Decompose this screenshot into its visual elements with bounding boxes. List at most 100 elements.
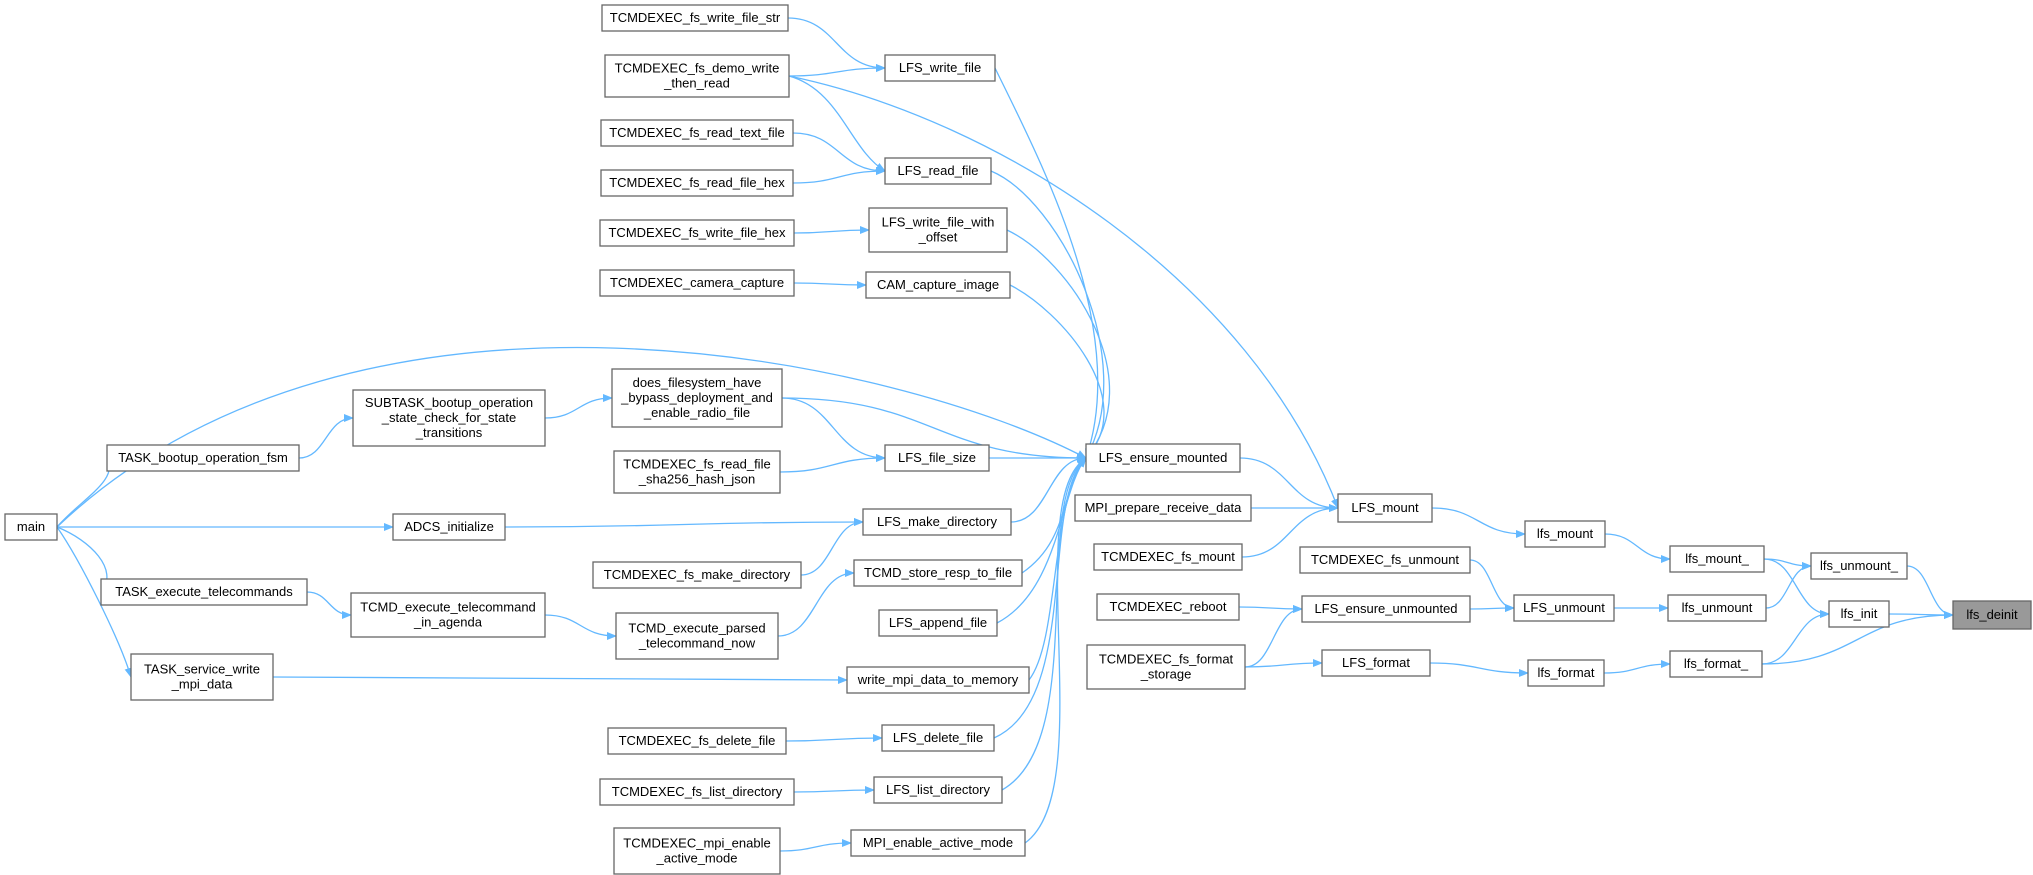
node-label: lfs_format: [1537, 665, 1594, 680]
node-label: _state_check_for_state: [381, 410, 516, 425]
node-box: [1299, 546, 1471, 574]
node-label: TASK_execute_telecommands: [115, 584, 293, 599]
node-LFS_mount[interactable]: LFS_mount: [1337, 493, 1433, 523]
node-TCMD_execute_parsed[interactable]: TCMD_execute_parsed_telecommand_now: [615, 612, 779, 660]
node-LFS_file_size[interactable]: LFS_file_size: [884, 444, 990, 472]
node-ADCS_initialize[interactable]: ADCS_initialize: [392, 513, 506, 541]
node-label: _storage: [1140, 667, 1192, 682]
node-box: [1096, 593, 1240, 621]
node-TCMDEXEC_fs_write_file_str[interactable]: TCMDEXEC_fs_write_file_str: [601, 4, 789, 32]
node-box: [1524, 520, 1606, 548]
node-LFS_ensure_mounted[interactable]: LFS_ensure_mounted: [1085, 443, 1241, 473]
node-box: [1093, 543, 1243, 571]
node-TCMD_execute_telecommand_in_agenda[interactable]: TCMD_execute_telecommand_in_agenda: [350, 592, 546, 638]
node-LFS_write_file_with_offset[interactable]: LFS_write_file_with_offset: [868, 207, 1008, 253]
node-label: TCMDEXEC_fs_format: [1099, 652, 1234, 667]
edge-TCMDEXEC_fs_format_storage-to-LFS_format: [1244, 659, 1323, 668]
node-SUBTASK_bootup[interactable]: SUBTASK_bootup_operation_state_check_for…: [352, 389, 546, 447]
node-TCMDEXEC_fs_read_file_hex[interactable]: TCMDEXEC_fs_read_file_hex: [600, 169, 794, 197]
node-label: _then_read: [663, 76, 730, 91]
node-lfs_format[interactable]: lfs_format: [1527, 659, 1605, 687]
edge-does_filesystem-to-LFS_ensure_mounted: [781, 397, 1087, 462]
node-MPI_enable_active_mode[interactable]: MPI_enable_active_mode: [850, 829, 1026, 857]
node-LFS_read_file[interactable]: LFS_read_file: [884, 157, 992, 185]
node-lfs_mount[interactable]: lfs_mount: [1524, 520, 1606, 548]
node-label: _transitions: [415, 425, 483, 440]
node-TASK_execute_telecommands[interactable]: TASK_execute_telecommands: [100, 578, 308, 606]
node-TCMDEXEC_fs_format_storage[interactable]: TCMDEXEC_fs_format_storage: [1086, 644, 1246, 690]
node-label: MPI_prepare_receive_data: [1085, 500, 1243, 515]
edge-ADCS_initialize-to-LFS_make_directory: [504, 518, 864, 528]
node-box: [884, 444, 990, 472]
node-lfs_mount_[interactable]: lfs_mount_: [1669, 545, 1765, 573]
node-box: [392, 513, 506, 541]
node-LFS_format[interactable]: LFS_format: [1321, 649, 1431, 677]
node-CAM_capture_image[interactable]: CAM_capture_image: [865, 271, 1011, 299]
edge-lfs_format_-to-lfs_init: [1761, 610, 1830, 665]
edge-TCMDEXEC_fs_write_file_str-to-LFS_write_file: [787, 17, 886, 72]
node-TCMDEXEC_camera_capture[interactable]: TCMDEXEC_camera_capture: [599, 269, 795, 297]
node-LFS_delete_file[interactable]: LFS_delete_file: [881, 724, 995, 752]
node-TCMDEXEC_fs_demo_write_then_read[interactable]: TCMDEXEC_fs_demo_write_then_read: [604, 54, 790, 98]
node-box: [853, 559, 1023, 587]
node-lfs_format_[interactable]: lfs_format_: [1669, 650, 1763, 678]
edge-lfs_unmount-to-lfs_unmount_: [1765, 562, 1812, 609]
edge-TASK_execute_telecommands-to-TCMD_execute_telecommand_in_agenda: [306, 591, 352, 619]
node-LFS_unmount[interactable]: LFS_unmount: [1513, 594, 1615, 622]
node-TCMDEXEC_reboot[interactable]: TCMDEXEC_reboot: [1096, 593, 1240, 621]
edge-does_filesystem-to-LFS_file_size: [781, 397, 886, 462]
node-TCMDEXEC_fs_unmount[interactable]: TCMDEXEC_fs_unmount: [1299, 546, 1471, 574]
node-TASK_bootup_operation_fsm[interactable]: TASK_bootup_operation_fsm: [106, 444, 300, 472]
node-box: [881, 724, 995, 752]
node-TCMDEXEC_fs_mount[interactable]: TCMDEXEC_fs_mount: [1093, 543, 1243, 571]
node-TASK_service_write_mpi_data[interactable]: TASK_service_write_mpi_data: [130, 653, 274, 701]
node-TCMDEXEC_fs_list_directory[interactable]: TCMDEXEC_fs_list_directory: [599, 778, 795, 806]
node-box: [884, 54, 996, 82]
node-label: LFS_ensure_unmounted: [1314, 601, 1457, 616]
node-box: [600, 169, 794, 197]
node-label: TCMD_execute_telecommand: [360, 600, 536, 615]
edges-layer: [56, 17, 1954, 852]
node-box: [873, 776, 1003, 804]
node-box: [1527, 659, 1605, 687]
node-LFS_ensure_unmounted[interactable]: LFS_ensure_unmounted: [1301, 595, 1471, 623]
node-TCMDEXEC_fs_read_file_sha256[interactable]: TCMDEXEC_fs_read_file_sha256_hash_json: [613, 450, 781, 494]
node-LFS_make_directory[interactable]: LFS_make_directory: [862, 508, 1012, 536]
node-label: TASK_service_write: [144, 662, 260, 677]
node-label: TCMD_store_resp_to_file: [864, 565, 1012, 580]
node-does_filesystem[interactable]: does_filesystem_have_bypass_deployment_a…: [611, 368, 783, 428]
node-label: lfs_mount: [1537, 526, 1594, 541]
node-LFS_write_file[interactable]: LFS_write_file: [884, 54, 996, 82]
node-label: _in_agenda: [413, 615, 483, 630]
edge-TCMDEXEC_fs_demo_write_then_read-to-LFS_mount: [788, 75, 1339, 509]
node-label: lfs_format_: [1684, 656, 1749, 671]
node-lfs_init[interactable]: lfs_init: [1828, 600, 1890, 628]
edge-LFS_make_directory-to-LFS_ensure_mounted: [1010, 454, 1087, 523]
node-MPI_prepare_receive_data[interactable]: MPI_prepare_receive_data: [1074, 494, 1252, 522]
node-label: lfs_mount_: [1685, 551, 1749, 566]
node-box: [865, 271, 1011, 299]
node-LFS_list_directory[interactable]: LFS_list_directory: [873, 776, 1003, 804]
node-TCMDEXEC_mpi_enable_active_mode[interactable]: TCMDEXEC_mpi_enable_active_mode: [613, 827, 781, 875]
node-box: [1810, 552, 1908, 580]
node-lfs_unmount[interactable]: lfs_unmount: [1667, 594, 1767, 622]
node-box: [1667, 594, 1767, 622]
node-lfs_unmount_[interactable]: lfs_unmount_: [1810, 552, 1908, 580]
node-box: [878, 609, 998, 637]
node-label: _mpi_data: [171, 677, 233, 692]
node-write_mpi_data_to_memory[interactable]: write_mpi_data_to_memory: [846, 666, 1030, 694]
node-TCMDEXEC_fs_read_text_file[interactable]: TCMDEXEC_fs_read_text_file: [600, 119, 794, 147]
node-LFS_append_file[interactable]: LFS_append_file: [878, 609, 998, 637]
node-lfs_deinit[interactable]: lfs_deinit: [1952, 600, 2032, 630]
node-label: _active_mode: [656, 851, 738, 866]
node-label: _sha256_hash_json: [638, 472, 755, 487]
node-TCMDEXEC_fs_delete_file[interactable]: TCMDEXEC_fs_delete_file: [607, 727, 787, 755]
edge-lfs_format-to-lfs_format_: [1603, 660, 1671, 674]
node-label: LFS_append_file: [889, 615, 987, 630]
node-main[interactable]: main: [4, 513, 58, 541]
node-TCMDEXEC_fs_make_directory[interactable]: TCMDEXEC_fs_make_directory: [592, 561, 802, 589]
node-TCMD_store_resp_to_file[interactable]: TCMD_store_resp_to_file: [853, 559, 1023, 587]
node-box: [1669, 545, 1765, 573]
node-TCMDEXEC_fs_write_file_hex[interactable]: TCMDEXEC_fs_write_file_hex: [599, 219, 795, 247]
